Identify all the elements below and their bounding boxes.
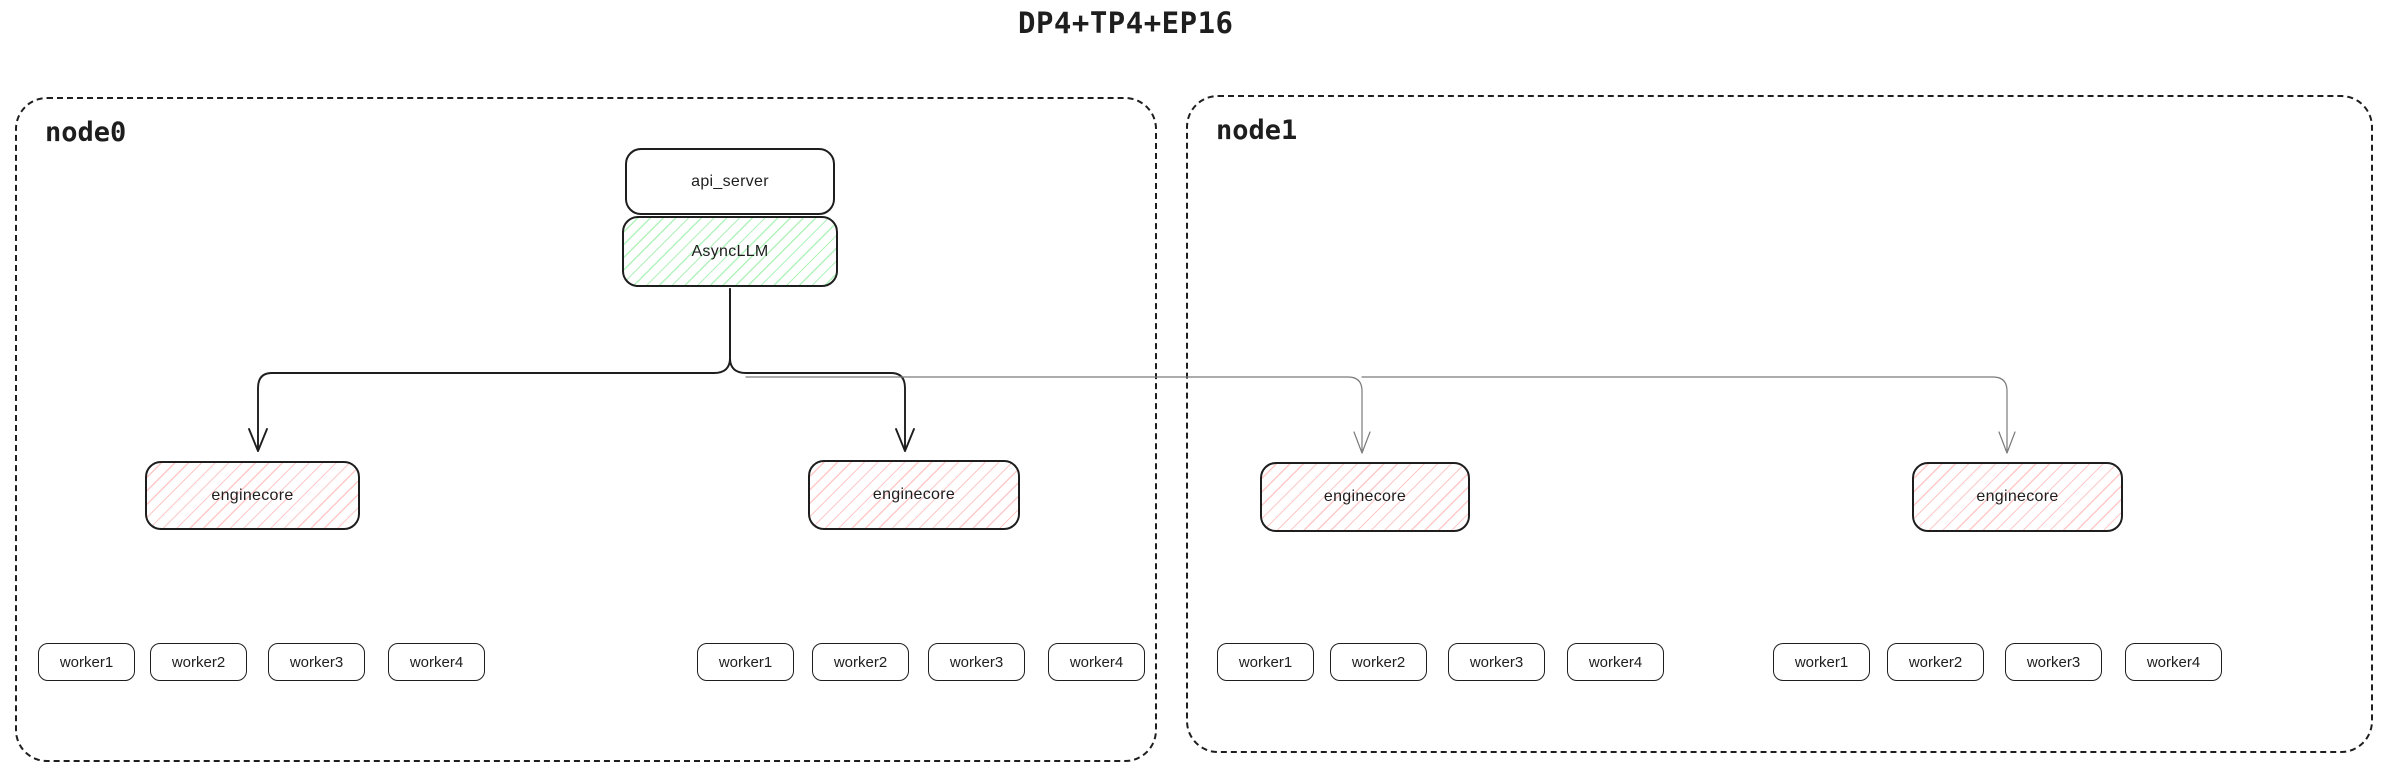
node1-g1-worker4: worker4 <box>1567 643 1664 681</box>
enginecore-label: enginecore <box>1323 488 1407 505</box>
worker-label: worker1 <box>1238 653 1293 671</box>
node1-g2-worker3: worker3 <box>2005 643 2102 681</box>
worker-label: worker2 <box>1351 653 1406 671</box>
enginecore-label: enginecore <box>211 486 294 504</box>
node0-g1-worker1: worker1 <box>38 643 135 681</box>
node0-g2-worker2: worker2 <box>812 643 909 681</box>
node1-g2-worker1: worker1 <box>1773 643 1870 681</box>
worker-label: worker1 <box>1794 653 1849 671</box>
node0-g2-worker1: worker1 <box>697 643 794 681</box>
node0-g2-worker4: worker4 <box>1048 643 1145 681</box>
node0-g2-worker3: worker3 <box>928 643 1025 681</box>
node0-g1-worker3: worker3 <box>268 643 365 681</box>
node1-g2-worker2: worker2 <box>1887 643 1984 681</box>
worker-label: worker1 <box>718 653 773 671</box>
node0-label: node0 <box>45 117 127 148</box>
api-server-box: api_server <box>625 148 835 215</box>
worker-label: worker4 <box>2146 653 2201 671</box>
node0-enginecore1-box: enginecore <box>145 461 360 530</box>
worker-label: worker3 <box>1469 653 1524 671</box>
asyncllm-box: AsyncLLM <box>622 216 838 287</box>
node1-enginecore2-box: enginecore <box>1912 462 2123 532</box>
worker-label: worker3 <box>289 653 344 671</box>
worker-label: worker4 <box>1069 653 1124 671</box>
worker-label: worker3 <box>949 653 1004 671</box>
worker-label: worker2 <box>1908 653 1963 671</box>
worker-label: worker4 <box>409 653 464 671</box>
node1-g1-worker2: worker2 <box>1330 643 1427 681</box>
node0-enginecore2-box: enginecore <box>808 460 1020 530</box>
worker-label: worker1 <box>59 653 114 671</box>
node1-label: node1 <box>1216 115 1298 146</box>
node1-g2-worker4: worker4 <box>2125 643 2222 681</box>
node0-g1-worker2: worker2 <box>150 643 247 681</box>
worker-label: worker2 <box>833 653 888 671</box>
worker-label: worker3 <box>2026 653 2081 671</box>
node1-g1-worker1: worker1 <box>1217 643 1314 681</box>
node0-g1-worker4: worker4 <box>388 643 485 681</box>
asyncllm-label: AsyncLLM <box>691 242 769 260</box>
diagram-title: DP4+TP4+EP16 <box>1018 6 1234 40</box>
worker-label: worker2 <box>171 653 226 671</box>
enginecore-label: enginecore <box>872 486 956 503</box>
node1-enginecore1-box: enginecore <box>1260 462 1470 532</box>
api-server-label: api_server <box>691 172 769 190</box>
node1-g1-worker3: worker3 <box>1448 643 1545 681</box>
worker-label: worker4 <box>1588 653 1643 671</box>
enginecore-label: enginecore <box>1976 488 2059 505</box>
